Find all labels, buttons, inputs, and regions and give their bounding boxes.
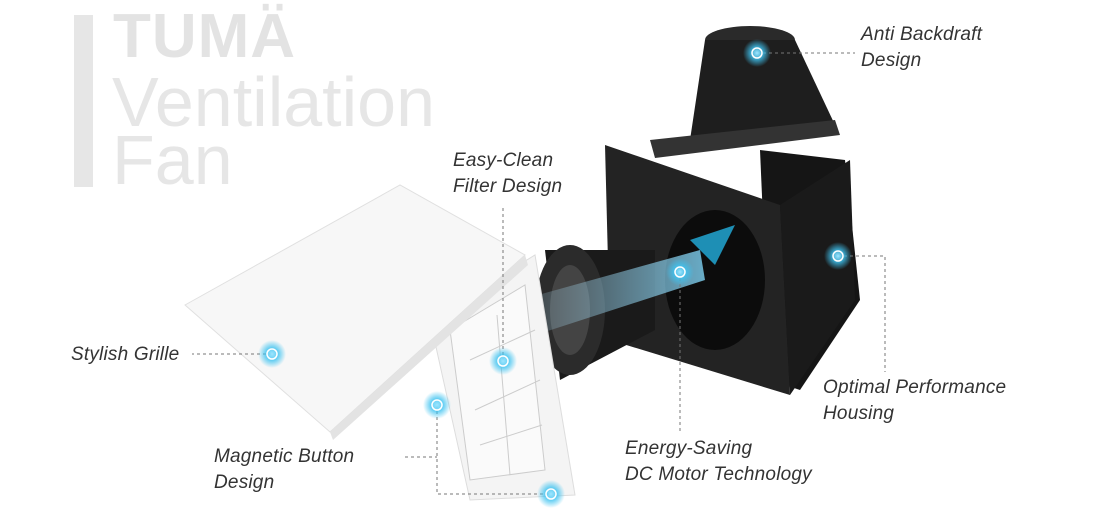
hotspot-grille-icon — [258, 340, 286, 368]
label-line: Filter Design — [453, 176, 563, 197]
label-line: Stylish Grille — [71, 344, 180, 365]
title-accent-bar — [74, 15, 93, 187]
hotspot-housing-icon — [824, 242, 852, 270]
label-line: Design — [861, 50, 922, 71]
hotspot-magnetic-1-icon — [423, 391, 451, 419]
label-easy-clean-filter: Easy-Clean Filter Design — [453, 148, 562, 200]
label-line: Energy-Saving — [625, 438, 753, 459]
hotspot-filter-icon — [489, 347, 517, 375]
label-line: DC Motor Technology — [625, 464, 812, 485]
label-line: Design — [214, 472, 275, 493]
hotspots — [258, 39, 852, 508]
title-line-ventilation: Ventilation — [112, 63, 436, 141]
label-line: Magnetic Button — [214, 446, 355, 467]
airflow-beam — [520, 250, 705, 340]
title-line-fan: Fan — [112, 121, 233, 199]
backdraft-duct — [650, 26, 840, 158]
label-dc-motor: Energy-Saving DC Motor Technology — [625, 436, 812, 488]
label-magnetic-button: Magnetic Button Design — [214, 444, 354, 496]
label-anti-backdraft: Anti Backdraft Design — [861, 22, 982, 74]
hotspot-motor-icon — [666, 258, 694, 286]
label-line: Optimal Performance — [823, 377, 1007, 398]
airflow-arrow-icon — [690, 225, 735, 265]
label-line: Anti Backdraft — [861, 24, 983, 45]
label-stylish-grille: Stylish Grille — [71, 342, 179, 368]
grille-edge — [330, 255, 528, 440]
label-line: Easy-Clean — [453, 150, 554, 171]
hotspot-anti-backdraft-icon — [743, 39, 771, 67]
label-line: Housing — [823, 403, 895, 424]
brand-title: TUMÄ — [113, 2, 297, 71]
label-optimal-housing: Optimal Performance Housing — [823, 375, 1006, 427]
hotspot-magnetic-2-icon — [537, 480, 565, 508]
